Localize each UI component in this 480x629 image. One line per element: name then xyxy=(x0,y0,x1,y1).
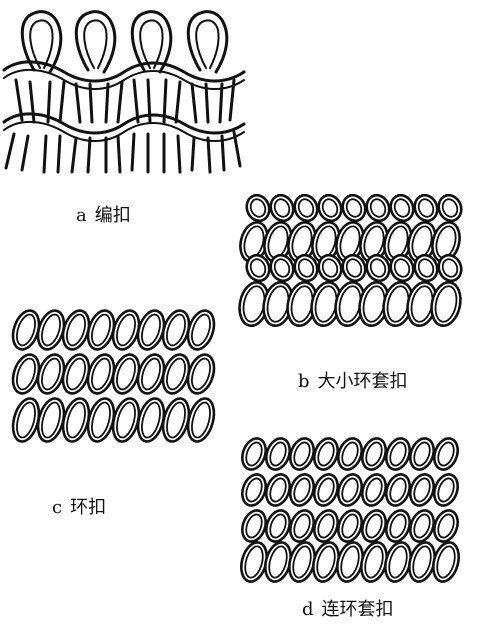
ring-d-row1 xyxy=(265,437,291,471)
caption-a-label: 编扣 xyxy=(94,205,131,226)
ring-d-row2 xyxy=(385,473,411,507)
ring-d-row2 xyxy=(289,473,315,507)
ring-b-top xyxy=(293,193,319,223)
ring-d-row3 xyxy=(409,509,435,543)
diagram-a-knit-chain xyxy=(2,10,246,174)
ring-b-top xyxy=(245,193,271,223)
caption-c-label: 环扣 xyxy=(70,497,107,518)
ring-c-top xyxy=(36,309,66,351)
ring-d-row1 xyxy=(385,437,411,471)
ring-c-mid xyxy=(61,353,91,395)
ring-d-row1 xyxy=(433,437,459,471)
ring-c-mid xyxy=(86,353,116,395)
ring-b-small xyxy=(293,253,319,283)
diagram-d-linked-rings xyxy=(240,437,460,583)
ring-d-row3 xyxy=(337,509,363,543)
ring-b-small xyxy=(389,253,415,283)
ring-d-row2 xyxy=(361,473,387,507)
caption-d-label: 连环套扣 xyxy=(321,599,394,620)
ring-c-mid xyxy=(161,353,191,395)
ring-d-row4 xyxy=(288,541,316,583)
ring-d-row3 xyxy=(313,509,339,543)
ring-d-row1 xyxy=(313,437,339,471)
ring-d-row3 xyxy=(385,509,411,543)
ring-d-row3 xyxy=(433,509,459,543)
ring-c-top xyxy=(86,309,116,351)
ring-c-mid xyxy=(11,353,41,395)
ring-c-bottom xyxy=(86,397,116,443)
ring-d-row2 xyxy=(409,473,435,507)
ring-c-bottom xyxy=(11,397,41,443)
ring-b-small xyxy=(413,253,439,283)
ring-d-row3 xyxy=(361,509,387,543)
ring-b-small xyxy=(269,253,295,283)
ring-b-top xyxy=(317,193,343,223)
ring-d-row4 xyxy=(432,541,460,583)
ring-c-mid xyxy=(186,353,216,395)
ring-b-top xyxy=(389,193,415,223)
caption-d-letter: d xyxy=(302,599,314,620)
ring-d-row2 xyxy=(265,473,291,507)
ring-b-top xyxy=(341,193,367,223)
ring-c-top xyxy=(186,309,216,351)
caption-b: b 大小环套扣 xyxy=(298,372,408,392)
ring-b-top xyxy=(413,193,439,223)
ring-c-top xyxy=(11,309,41,351)
ring-c-bottom xyxy=(61,397,91,443)
ring-b-top xyxy=(437,193,463,223)
ring-c-top xyxy=(61,309,91,351)
caption-d: d 连环套扣 xyxy=(302,600,394,620)
ring-d-row4 xyxy=(360,541,388,583)
ring-d-row1 xyxy=(361,437,387,471)
ring-d-row2 xyxy=(241,473,267,507)
caption-a: a 编扣 xyxy=(76,206,131,226)
ring-d-row2 xyxy=(313,473,339,507)
ring-d-row1 xyxy=(289,437,315,471)
ring-c-mid xyxy=(36,353,66,395)
ring-b-small xyxy=(317,253,343,283)
ring-d-row1 xyxy=(241,437,267,471)
ring-d-row3 xyxy=(241,509,267,543)
ring-d-row1 xyxy=(409,437,435,471)
ring-b-top xyxy=(269,193,295,223)
ring-d-row4 xyxy=(312,541,340,583)
caption-c-letter: c xyxy=(52,497,63,518)
ring-d-row3 xyxy=(265,509,291,543)
ring-b-small xyxy=(245,253,271,283)
ring-b-small xyxy=(341,253,367,283)
ring-d-row1 xyxy=(337,437,363,471)
ring-d-row2 xyxy=(337,473,363,507)
caption-c: c 环扣 xyxy=(52,498,106,518)
ring-c-bottom xyxy=(111,397,141,443)
ring-c-bottom xyxy=(186,397,216,443)
ring-b-small xyxy=(437,253,463,283)
diagram-c-ring-chain xyxy=(11,309,216,443)
ring-d-row3 xyxy=(289,509,315,543)
diagram-b-large-small-rings xyxy=(238,193,463,328)
ring-b-top xyxy=(365,193,391,223)
caption-b-label: 大小环套扣 xyxy=(317,371,408,392)
ring-b-small xyxy=(365,253,391,283)
caption-a-letter: a xyxy=(76,205,87,226)
ring-c-top xyxy=(161,309,191,351)
caption-b-letter: b xyxy=(298,371,310,392)
ring-d-row2 xyxy=(433,473,459,507)
ring-b-big xyxy=(430,280,462,328)
ring-c-bottom xyxy=(136,397,166,443)
